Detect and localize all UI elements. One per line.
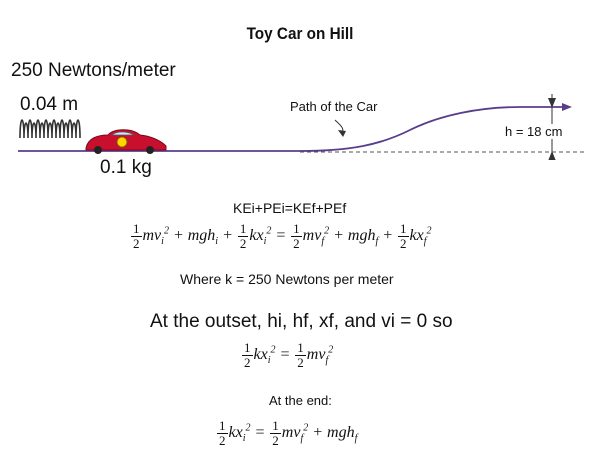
energy-conservation-label: KEi+PEi=KEf+PEf [233,200,347,216]
spring-icon [19,119,81,139]
car-path-line [18,106,565,152]
end-statement: At the end: [269,393,332,408]
toy-car-icon [85,129,167,154]
path-arrowhead [562,103,572,111]
path-label: Path of the Car [290,99,378,114]
outset-statement: At the outset, hi, hf, xf, and vi = 0 so [150,311,453,332]
height-arrow-down [548,151,556,160]
k-statement: Where k = 250 Newtons per meter [180,271,394,287]
height-label: h = 18 cm [505,124,563,139]
hill-diagram [18,94,585,160]
spring-constant-label: 250 Newtons/meter [11,60,176,81]
compression-label: 0.04 m [20,94,79,115]
height-arrow-up [548,98,556,108]
mass-label: 0.1 kg [100,157,152,178]
diagram-title: Toy Car on Hill [246,24,354,43]
path-label-leader-arrow [338,130,346,137]
